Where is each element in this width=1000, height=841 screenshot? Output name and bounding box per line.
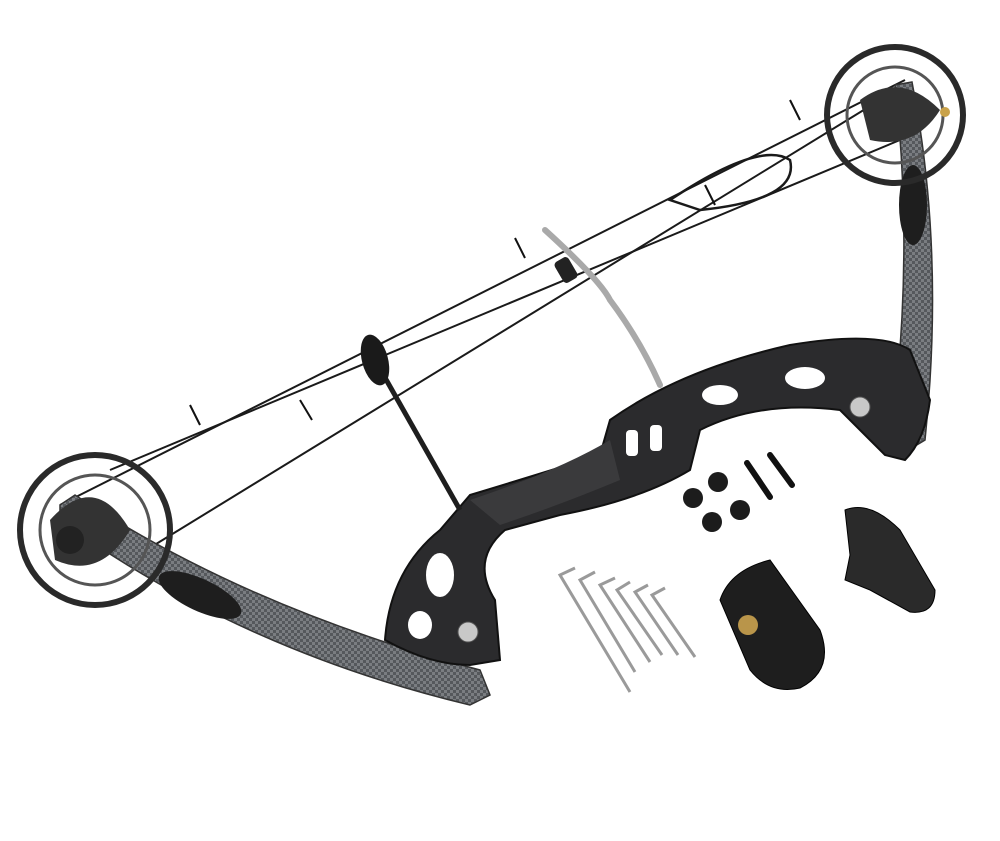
- arrow-rest-brush: [360, 334, 390, 386]
- cable-guard-rod: [542, 227, 663, 388]
- grip: [470, 440, 620, 525]
- bowstring: [59, 79, 906, 506]
- rubber-nuts: [683, 472, 750, 532]
- limb-bolt-upper: [849, 396, 871, 418]
- quiver-mount-knob: [738, 615, 758, 635]
- screws: [744, 452, 795, 500]
- cable-lower: [129, 99, 881, 561]
- limb-bolt-lower: [457, 621, 479, 643]
- string-silencers: [189, 99, 801, 426]
- arrow-rest-rod: [372, 358, 463, 512]
- upper-cam: [824, 44, 966, 186]
- bowstring-and-cables: [59, 79, 906, 561]
- lower-limb-dampener: [158, 571, 242, 619]
- riser: [383, 337, 932, 667]
- d-loop: [667, 153, 793, 212]
- arrow-quiver-clip: [719, 559, 825, 690]
- cable-upper: [109, 139, 901, 471]
- lower-cam: [17, 452, 173, 608]
- mounting-bracket: [844, 507, 936, 613]
- riser-cutouts: [408, 367, 825, 639]
- cable-slide: [554, 257, 578, 283]
- hex-key-set: [557, 566, 697, 693]
